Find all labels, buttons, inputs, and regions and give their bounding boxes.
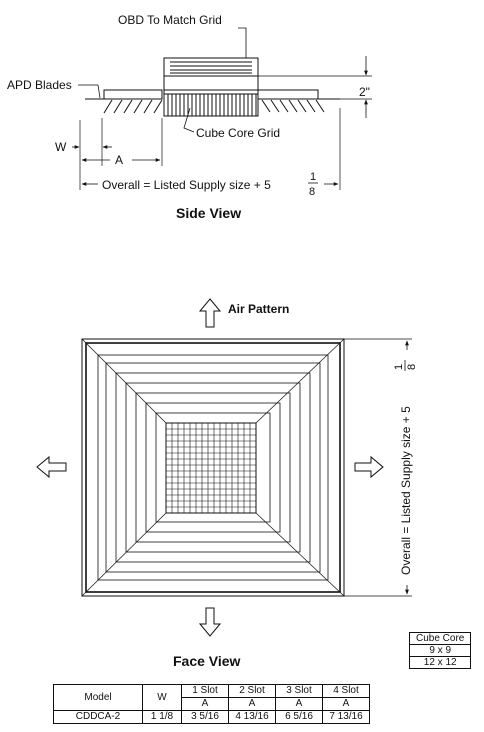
right-flange [257, 89, 319, 100]
face-ring [135, 392, 291, 543]
apd-blade [279, 99, 289, 113]
arrow-up-icon [198, 298, 222, 328]
slot-header: 4 Slot [322, 684, 370, 698]
face-fraction-den: 8 [406, 364, 418, 370]
side-overall-text: Overall = Listed Supply size + 5 [102, 178, 271, 192]
table-row: CDDCA-2 1 1/8 3 5/16 4 13/16 6 5/16 7 13… [53, 710, 370, 724]
apd-blade [133, 99, 143, 114]
obd-label: OBD To Match Grid [118, 13, 222, 27]
face-ring [155, 412, 271, 523]
model-table: Model W 1 Slot 2 Slot 3 Slot 4 Slot A A … [53, 684, 370, 724]
cube-core-grid-label: Cube Core Grid [196, 126, 280, 140]
cube-core-row: 12 x 12 [408, 656, 472, 669]
height-dimension: 2" [359, 85, 370, 99]
apd-blade [306, 99, 316, 113]
w-header: W [142, 684, 182, 711]
diffuser-face [81, 338, 345, 597]
a-cell: 3 5/16 [181, 710, 229, 724]
arrow-down-icon [198, 607, 222, 637]
air-pattern-arrows [36, 298, 384, 637]
w-label: W [55, 140, 67, 154]
sub-header: A [275, 697, 323, 711]
sub-header: A [181, 697, 229, 711]
apd-blade [143, 99, 153, 114]
a-cell: 6 5/16 [275, 710, 323, 724]
apd-blade [103, 99, 113, 114]
face-fraction-num: 1 [393, 364, 405, 370]
face-ring [97, 354, 329, 581]
apd-blade [297, 99, 307, 113]
face-cube-core [165, 422, 257, 514]
side-view-title: Side View [176, 205, 242, 221]
slot-header: 2 Slot [228, 684, 276, 698]
sub-header: A [228, 697, 276, 711]
arrow-right-icon [354, 455, 384, 479]
apd-blade [261, 99, 271, 113]
apd-blade [288, 99, 298, 113]
a-cell: 4 13/16 [228, 710, 276, 724]
face-ring [115, 372, 311, 563]
face-ring [105, 362, 321, 573]
apd-blade [153, 99, 163, 114]
model-header: Model [53, 684, 143, 711]
face-grid-lines [166, 423, 256, 513]
side-view-drawing [72, 27, 372, 190]
apd-blade [270, 99, 280, 113]
cube-core-lines [164, 93, 258, 116]
apd-blades-right [261, 99, 325, 113]
apd-blade [123, 99, 133, 114]
face-ring [125, 382, 301, 553]
w-cell: 1 1/8 [142, 710, 182, 724]
cube-core-grid [163, 89, 259, 117]
cube-core-table: Cube Core 9 x 9 12 x 12 [408, 632, 472, 669]
side-fraction-num: 1 [310, 171, 316, 183]
air-pattern-label: Air Pattern [228, 302, 289, 316]
apd-blades-label: APD Blades [7, 78, 72, 92]
apd-blade [315, 99, 325, 113]
model-cell: CDDCA-2 [53, 710, 143, 724]
apd-blade [113, 99, 123, 114]
face-overall-text: Overall = Listed Supply size + 5 [399, 406, 413, 575]
cube-core-row: 9 x 9 [408, 644, 472, 657]
face-ring [145, 402, 281, 533]
a-label: A [115, 153, 123, 167]
cube-core-header: Cube Core [408, 632, 472, 645]
side-fraction-den: 8 [309, 186, 315, 198]
sub-header: A [322, 697, 370, 711]
left-flange [103, 89, 163, 100]
slot-header: 1 Slot [181, 684, 229, 698]
apd-blades-left [103, 99, 163, 114]
face-view-title: Face View [173, 653, 241, 669]
face-ring [85, 342, 341, 593]
arrow-left-icon [36, 455, 67, 479]
face-rings [85, 342, 341, 593]
slot-header: 3 Slot [275, 684, 323, 698]
a-cell: 7 13/16 [322, 710, 370, 724]
